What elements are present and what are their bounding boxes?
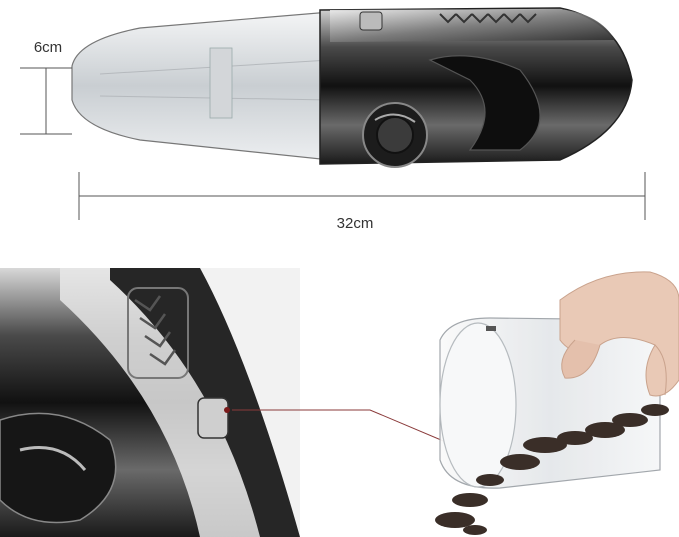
- handle-closeup: [0, 268, 300, 537]
- grip-vents: [439, 13, 537, 24]
- length-label: 32cm: [337, 215, 374, 232]
- vacuum-side-view: [71, 7, 633, 168]
- height-dimension: 6cm: [20, 39, 72, 135]
- charging-port: [197, 397, 229, 439]
- length-dimension: 32cm: [78, 172, 646, 232]
- power-button: [359, 11, 383, 31]
- closeup-grip-vents: [134, 295, 177, 366]
- canister-emptying-scene: [435, 271, 679, 535]
- debris: [435, 404, 669, 535]
- callout-line: [232, 409, 461, 449]
- height-label: 6cm: [34, 39, 62, 56]
